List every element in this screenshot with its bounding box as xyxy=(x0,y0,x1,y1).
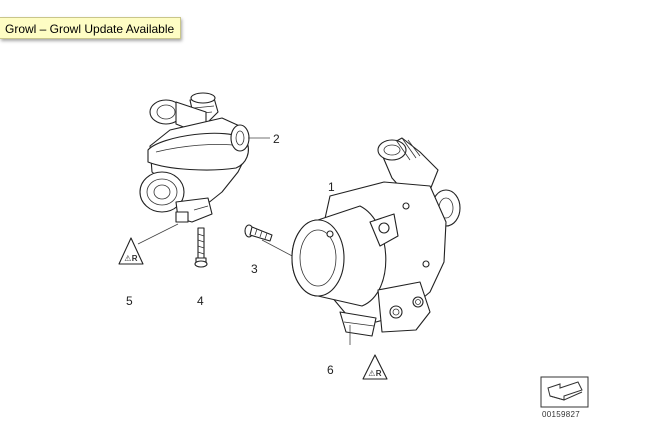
callout-3: 3 xyxy=(251,262,258,276)
svg-text:⚠R: ⚠R xyxy=(124,254,138,263)
warning-triangle-5: ⚠R xyxy=(118,237,144,265)
diagram-reference-number: 00159827 xyxy=(542,410,580,419)
callout-5: 5 xyxy=(126,294,133,308)
callout-4: 4 xyxy=(197,294,204,308)
bolt-part-4 xyxy=(194,227,208,268)
bolt-part-3 xyxy=(244,224,273,242)
callout-6: 6 xyxy=(327,363,334,377)
growl-notification-text: Growl – Growl Update Available xyxy=(5,22,175,36)
thermostat-housing xyxy=(139,92,250,223)
svg-text:⚠R: ⚠R xyxy=(368,369,382,378)
callout-1: 1 xyxy=(328,180,335,194)
callout-2: 2 xyxy=(273,132,280,146)
water-pump xyxy=(291,137,461,337)
direction-arrow-box xyxy=(540,376,589,408)
growl-notification[interactable]: Growl – Growl Update Available xyxy=(0,17,182,39)
warning-triangle-6: ⚠R xyxy=(362,354,388,380)
